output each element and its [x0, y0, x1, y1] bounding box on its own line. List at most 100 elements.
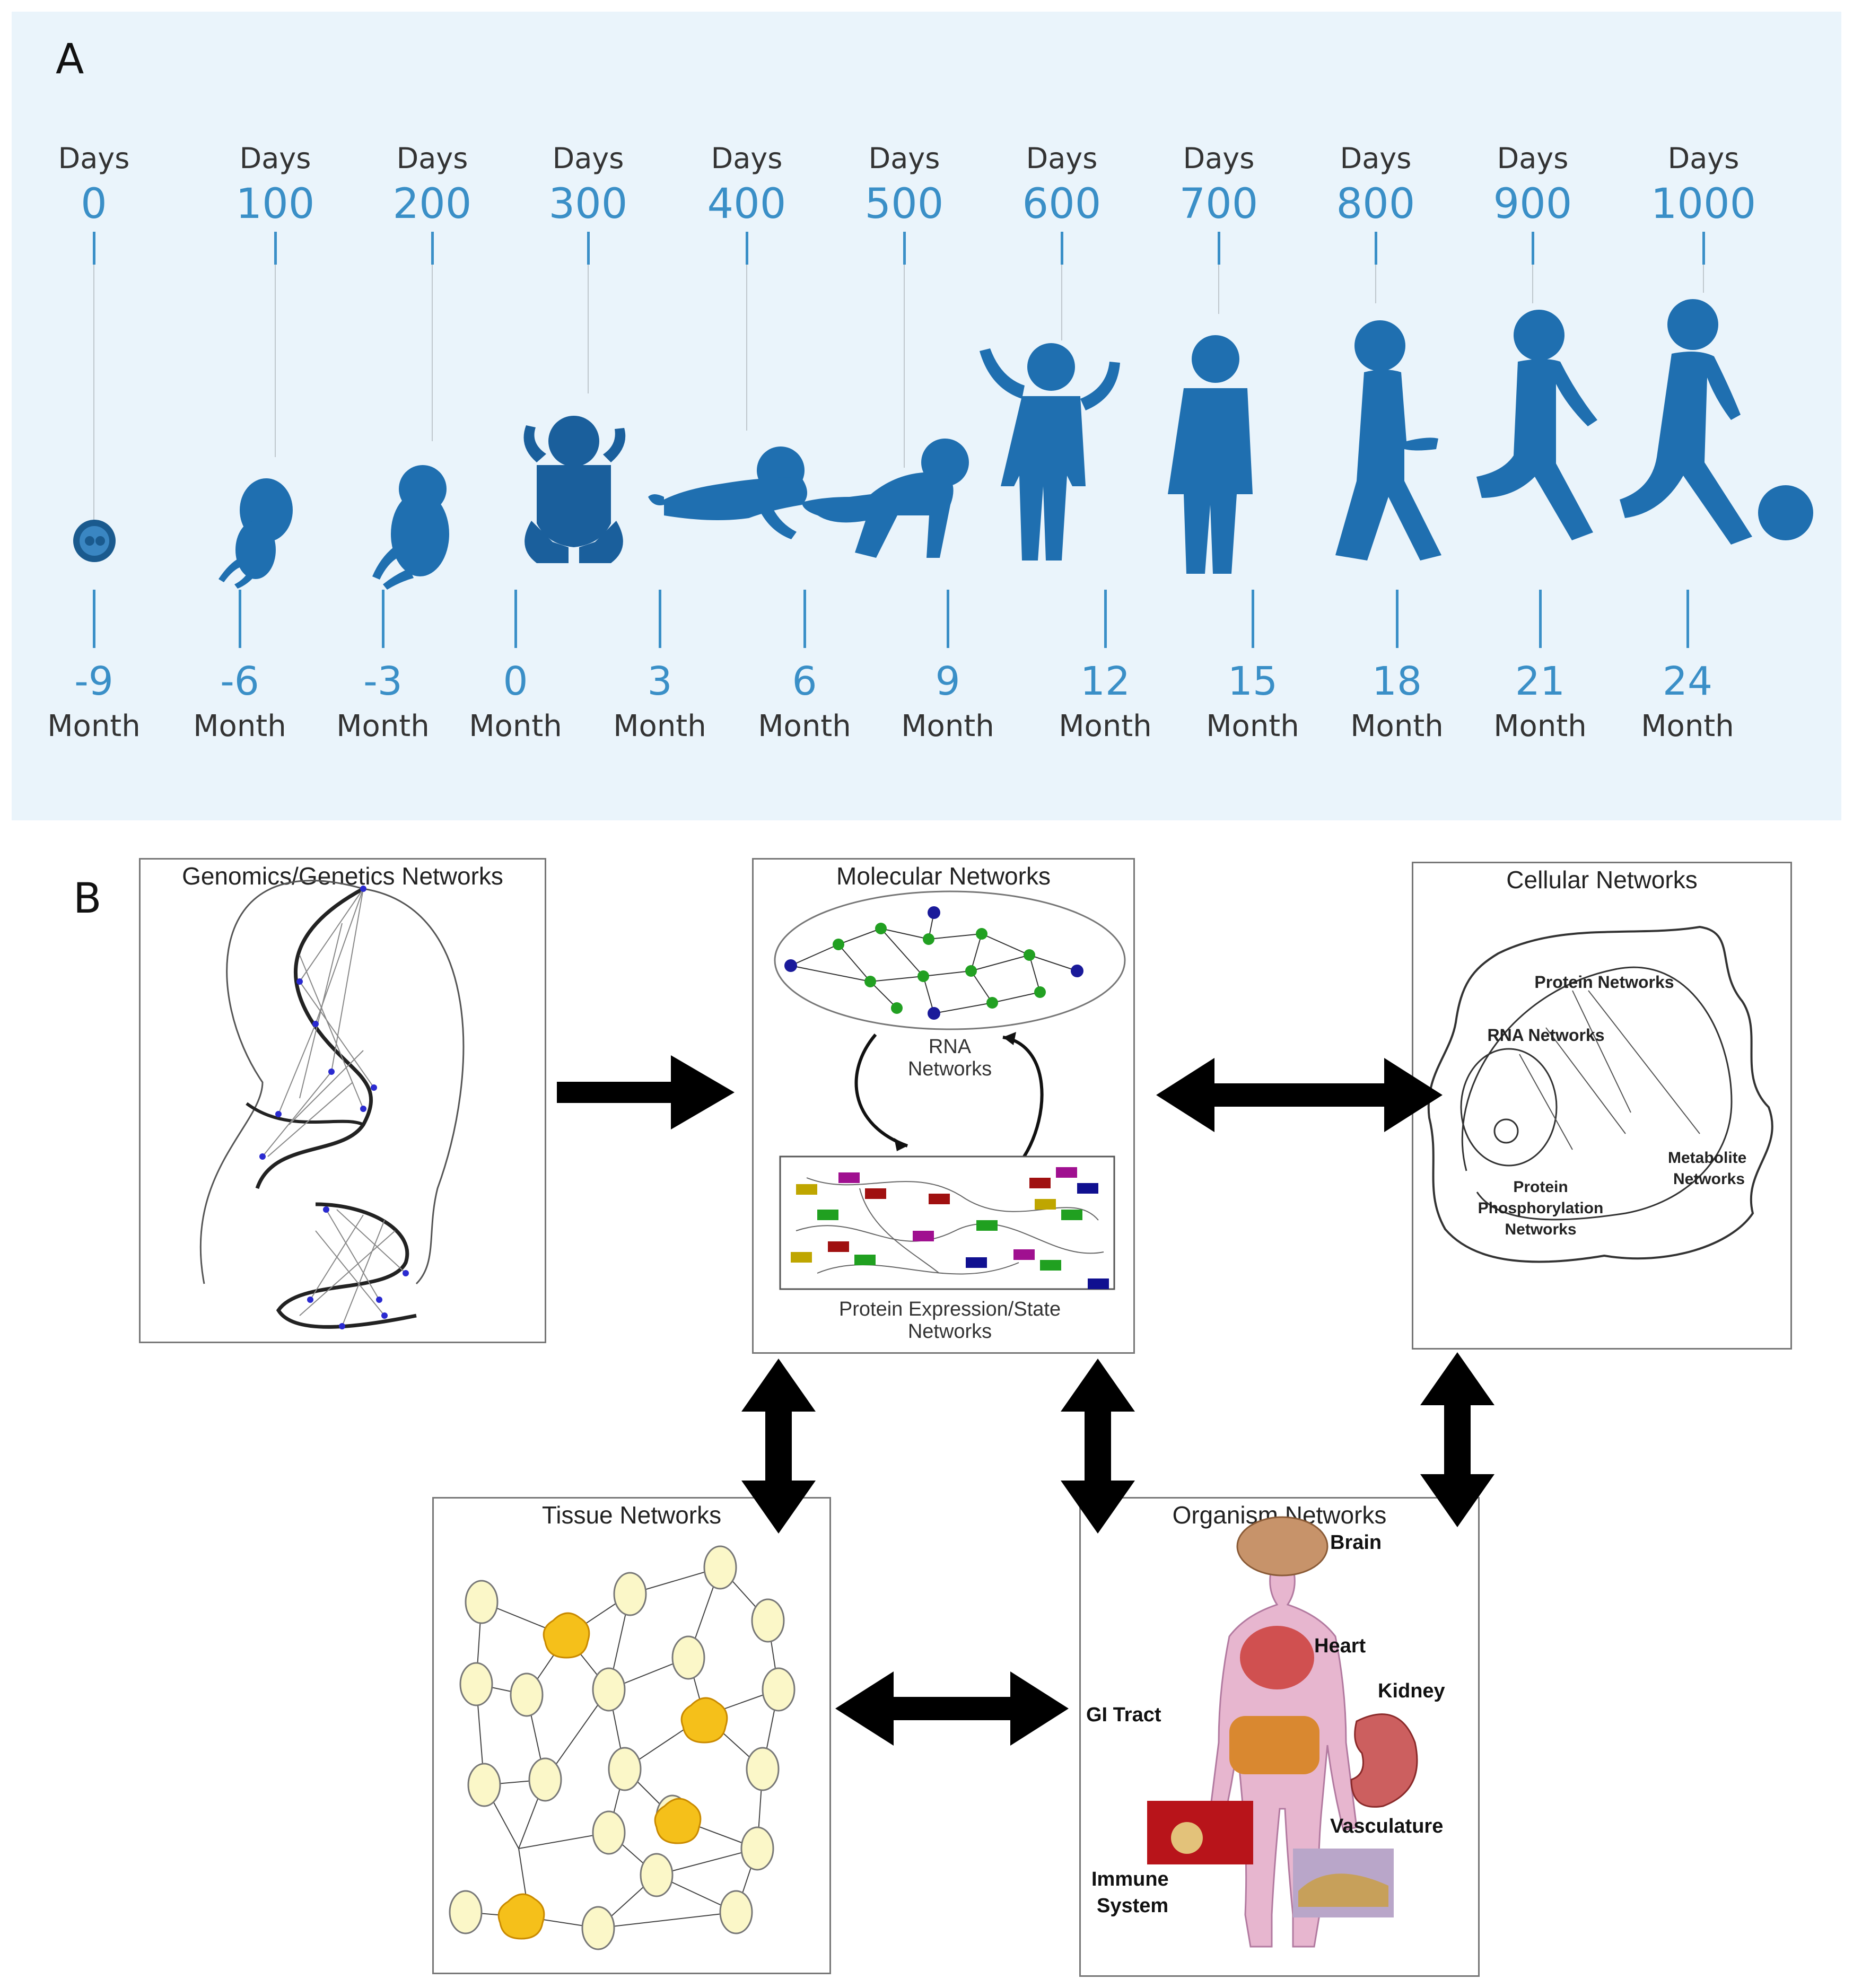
days-connector-line: [588, 265, 589, 393]
vasculature-label: Vasculature: [1330, 1815, 1443, 1837]
gi-tract-icon: [1229, 1716, 1319, 1774]
days-connector-line: [746, 265, 747, 431]
panel-b-label: B: [73, 875, 102, 923]
month-word: Month: [1206, 709, 1299, 743]
month-value: 18: [1371, 659, 1422, 704]
days-word: Days: [868, 142, 940, 175]
protein-networks-label: Protein Networks: [1534, 973, 1674, 992]
development-silhouettes: [73, 299, 1813, 590]
rna-networks-cell-label: RNA Networks: [1487, 1026, 1604, 1045]
month-value: 15: [1227, 659, 1278, 704]
month-tick: [514, 590, 517, 648]
month-word: Month: [613, 709, 706, 743]
month-tick: [1686, 590, 1689, 648]
days-word: Days: [552, 142, 624, 175]
days-connector-line: [1218, 265, 1219, 314]
days-connector-line: [432, 265, 433, 441]
month-tick: [382, 590, 384, 648]
days-value: 900: [1493, 180, 1572, 228]
days-tick: [93, 232, 95, 265]
month-word: Month: [1350, 709, 1444, 743]
tissue-network-graphic: [449, 1545, 796, 1950]
month-word: Month: [47, 709, 141, 743]
days-word: Days: [1497, 142, 1569, 175]
days-value: 800: [1336, 180, 1415, 228]
month-value: 0: [503, 659, 528, 704]
molecular-title: Molecular Networks: [836, 862, 1051, 890]
dna-network-graphic: [199, 880, 465, 1329]
arrow-tissue-organism: [835, 1671, 1069, 1746]
days-tick: [1375, 232, 1377, 265]
heart-label: Heart: [1314, 1635, 1366, 1657]
month-tick: [1539, 590, 1542, 648]
genomics-networks-box: Genomics/Genetics Networks: [139, 858, 546, 1343]
days-word: Days: [1026, 142, 1098, 175]
days-value: 500: [864, 180, 944, 228]
lying-baby-icon: [648, 446, 807, 539]
month-word: Month: [193, 709, 286, 743]
crawling-baby-icon: [802, 439, 969, 558]
days-connector-line: [1532, 265, 1533, 303]
newborn-icon: [523, 416, 626, 563]
embryo-icon: [218, 478, 293, 589]
days-value: 600: [1022, 180, 1102, 228]
days-tick: [1532, 232, 1534, 265]
panel-a-label: A: [56, 36, 84, 83]
tissue-title: Tissue Networks: [541, 1501, 722, 1529]
organism-networks-box: Organism Networks Brain Heart Kidney GI …: [1079, 1497, 1480, 1977]
days-connector-line: [93, 265, 94, 521]
heart-icon: [1240, 1626, 1314, 1689]
genomics-title: Genomics/Genetics Networks: [182, 862, 503, 890]
days-value: 400: [707, 180, 786, 228]
days-connector-line: [1375, 265, 1376, 303]
days-tick: [274, 232, 277, 265]
days-value: 700: [1179, 180, 1258, 228]
month-value: -9: [74, 659, 113, 704]
month-tick: [1252, 590, 1254, 648]
month-tick: [93, 590, 95, 648]
month-value: -6: [220, 659, 259, 704]
organism-body-graphic: Brain Heart Kidney GI Tract Vasculature …: [1086, 1516, 1445, 1948]
toddler-standing-icon: [1168, 335, 1253, 574]
month-word: Month: [336, 709, 430, 743]
days-connector-line: [904, 265, 905, 468]
cellular-network-graphic: Protein Networks RNA Networks Metabolite…: [1427, 925, 1773, 1263]
month-tick: [1396, 590, 1399, 648]
month-value: 24: [1662, 659, 1713, 704]
month-tick: [659, 590, 661, 648]
days-value: 100: [235, 180, 315, 228]
arrow-molecular-cellular: [1156, 1058, 1443, 1132]
days-tick: [1702, 232, 1705, 265]
month-value: 3: [647, 659, 672, 704]
days-word: Days: [711, 142, 783, 175]
tissue-networks-box: Tissue Networks: [432, 1497, 831, 1974]
days-connector-line: [1703, 265, 1704, 293]
month-tick: [947, 590, 949, 648]
month-word: Month: [758, 709, 851, 743]
month-word: Month: [469, 709, 562, 743]
days-tick: [1061, 232, 1063, 265]
days-tick: [431, 232, 434, 265]
days-word: Days: [396, 142, 468, 175]
arrow-genomics-to-molecular: [557, 1055, 735, 1129]
month-value: -3: [363, 659, 403, 704]
days-tick: [746, 232, 748, 265]
ball-icon: [1758, 485, 1813, 540]
month-tick: [803, 590, 806, 648]
days-tick: [587, 232, 590, 265]
days-word: Days: [1183, 142, 1255, 175]
month-word: Month: [1493, 709, 1587, 743]
cellular-title: Cellular Networks: [1506, 866, 1698, 894]
kidney-icon: [1350, 1713, 1418, 1808]
days-word: Days: [1340, 142, 1412, 175]
days-word: Days: [1667, 142, 1740, 175]
days-tick: [903, 232, 906, 265]
days-word: Days: [239, 142, 311, 175]
days-connector-line: [1061, 265, 1062, 340]
child-walking-icon: [1476, 310, 1597, 540]
